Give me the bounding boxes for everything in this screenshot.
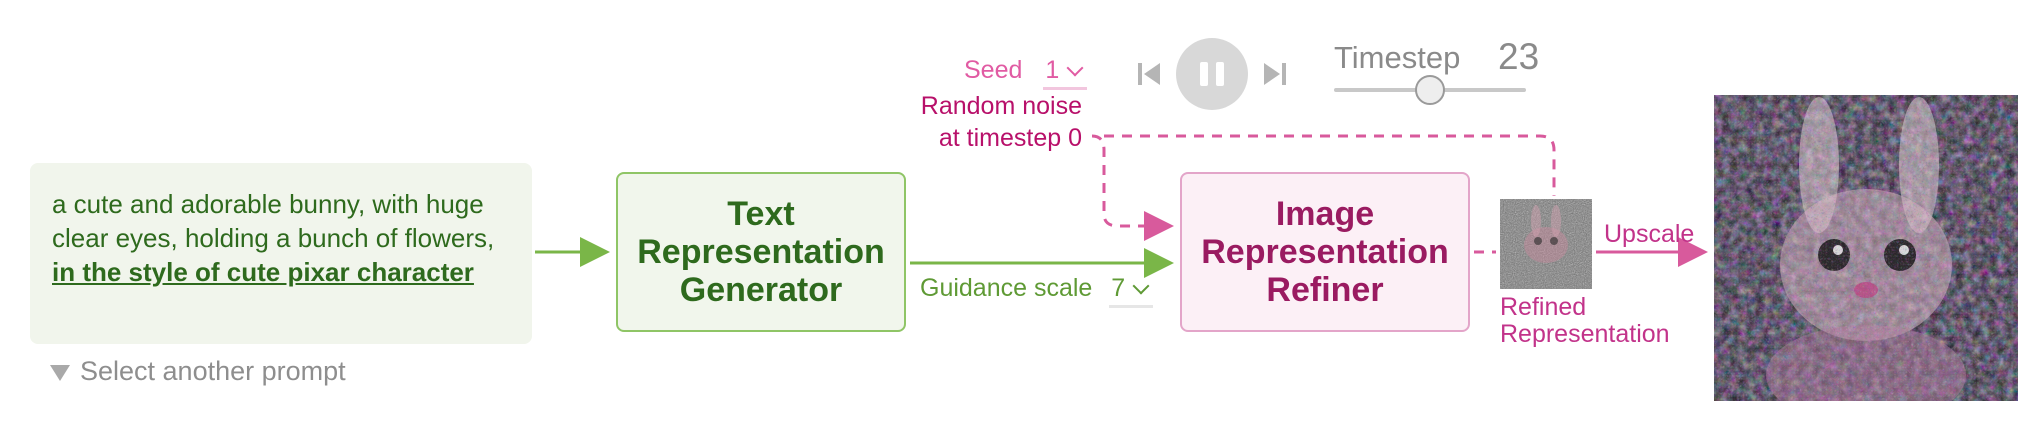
prompt-text: a cute and adorable bunny, with huge cle… — [52, 187, 510, 289]
noise-label-line1: Random noise — [920, 92, 1082, 120]
upscale-label: Upscale — [1604, 220, 1695, 248]
image-representation-refiner: Image Representation Refiner — [1180, 172, 1470, 332]
seed-value: 1 — [1045, 56, 1060, 84]
select-prompt-toggle[interactable]: Select another prompt — [50, 356, 346, 387]
noise-dashed-path — [1091, 134, 1174, 241]
triangle-down-icon — [50, 364, 70, 381]
seed-dropdown[interactable]: 1 — [1043, 56, 1088, 90]
noise-label-line2: at timestep 0 — [938, 124, 1082, 152]
refined-representation-thumbnail — [1500, 199, 1592, 289]
playback-controls — [1136, 38, 1288, 110]
timestep-label: Timestep — [1334, 40, 1461, 75]
prompt-plain-text: a cute and adorable bunny, with huge cle… — [52, 189, 495, 253]
prompt-box[interactable]: a cute and adorable bunny, with huge cle… — [30, 163, 532, 344]
timestep-slider-thumb[interactable] — [1415, 75, 1445, 105]
image-refiner-title: Image Representation Refiner — [1201, 195, 1449, 309]
noise-label: Random noise at timestep 0 — [912, 90, 1082, 154]
chevron-down-icon — [1132, 277, 1150, 294]
upscaled-image — [1714, 95, 2018, 401]
guidance-label: Guidance scale — [920, 274, 1093, 302]
guidance-scale-control: Guidance scale 7 — [920, 274, 1154, 308]
pause-button[interactable] — [1176, 38, 1248, 110]
seed-control: Seed 1 — [964, 56, 1088, 90]
skip-forward-icon[interactable] — [1262, 60, 1288, 88]
select-prompt-label: Select another prompt — [80, 356, 346, 386]
guidance-value: 7 — [1111, 274, 1126, 302]
chevron-down-icon — [1066, 59, 1084, 76]
text-generator-title: Text Representation Generator — [637, 195, 885, 309]
prompt-style-text: in the style of cute pixar character — [52, 257, 474, 287]
timestep-value: 23 — [1498, 36, 1540, 77]
skip-back-icon[interactable] — [1136, 60, 1162, 88]
refined-label: Refined Representation — [1500, 294, 1670, 348]
seed-label: Seed — [964, 56, 1023, 84]
text-representation-generator: Text Representation Generator — [616, 172, 906, 332]
guidance-dropdown[interactable]: 7 — [1109, 274, 1154, 308]
refined-label-line1: Refined — [1500, 293, 1587, 321]
feedback-dashed-path — [1104, 134, 1556, 196]
pause-icon — [1200, 62, 1208, 86]
refined-label-line2: Representation — [1500, 320, 1670, 348]
